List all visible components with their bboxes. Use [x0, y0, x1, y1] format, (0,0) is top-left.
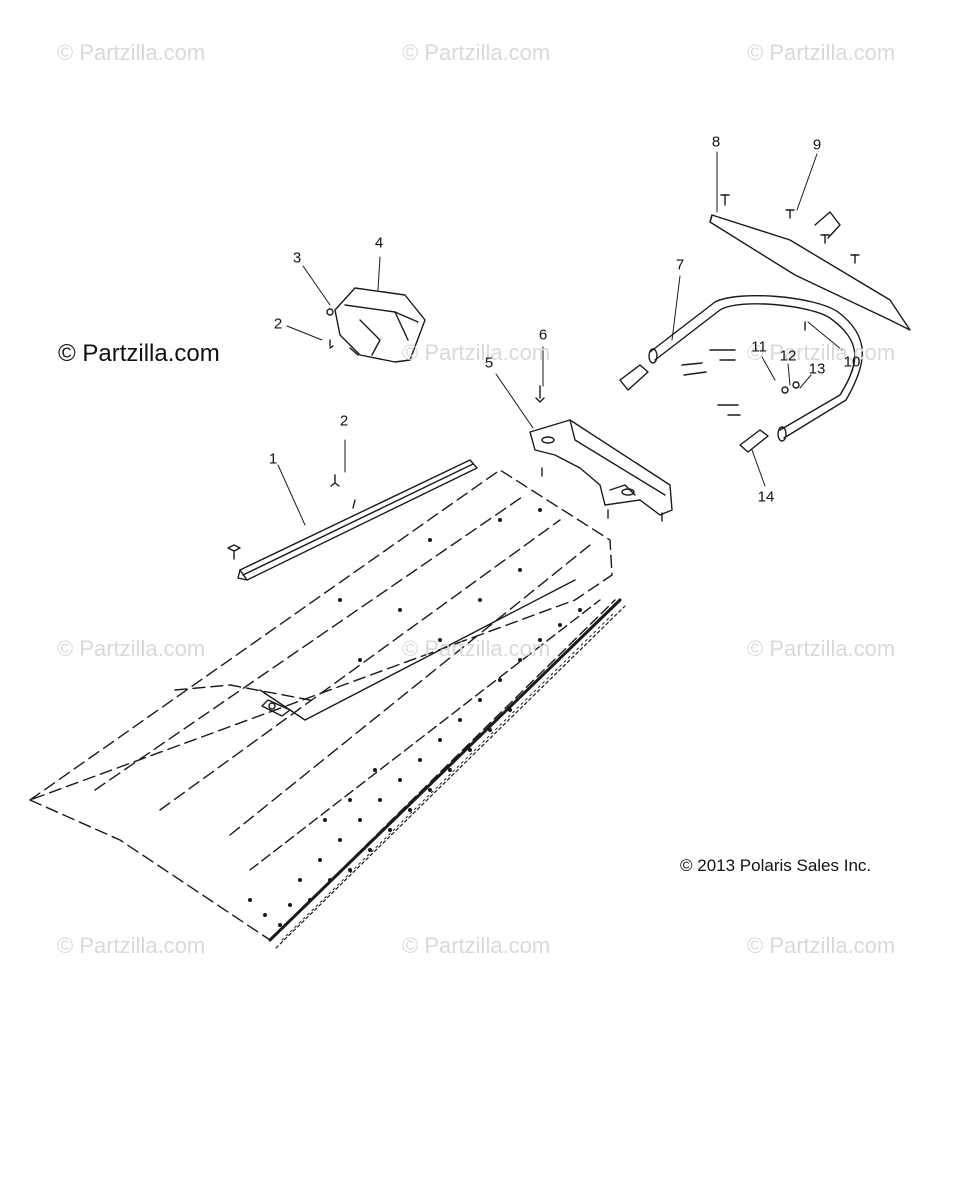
part-4-cover: [326, 287, 426, 363]
watermark-text: © Partzilla.com: [747, 40, 896, 65]
part-5-bracket: [529, 385, 673, 522]
callout-2a: 2: [339, 412, 349, 430]
watermark-text: © Partzilla.com: [747, 636, 896, 661]
copyright-notice: © 2013 Polaris Sales Inc.: [680, 856, 872, 875]
tunnel: [29, 469, 626, 949]
callout-14: 14: [757, 488, 775, 506]
watermark-text: © Partzilla.com: [402, 340, 551, 365]
watermark-text: © Partzilla.com: [57, 933, 206, 958]
callout-3: 3: [292, 249, 302, 267]
callout-6: 6: [538, 326, 548, 344]
callout-4: 4: [374, 234, 384, 252]
callout-1: 1: [268, 450, 278, 468]
part-1-rail: [227, 459, 478, 581]
part-8-flap: [709, 194, 911, 331]
watermark-text: © Partzilla.com: [747, 340, 896, 365]
callout-9: 9: [812, 136, 822, 154]
callout-2b: 2: [273, 315, 283, 333]
part-7-bumper: [619, 295, 863, 453]
watermark-text: © Partzilla.com: [57, 636, 206, 661]
callout-12: 12: [779, 347, 797, 365]
watermark-text: © Partzilla.com: [402, 636, 551, 661]
callout-8: 8: [711, 133, 721, 151]
partzilla-credit: © Partzilla.com: [58, 340, 220, 367]
watermark-text: © Partzilla.com: [747, 933, 896, 958]
callout-10: 10: [843, 353, 861, 371]
callout-7: 7: [675, 256, 685, 274]
watermark-text: © Partzilla.com: [402, 933, 551, 958]
watermark-text: © Partzilla.com: [402, 40, 551, 65]
watermark-text: © Partzilla.com: [57, 40, 206, 65]
leader-lines: [277, 151, 843, 526]
callout-11: 11: [751, 338, 767, 356]
callout-5: 5: [484, 354, 494, 372]
callout-13: 13: [808, 360, 826, 378]
